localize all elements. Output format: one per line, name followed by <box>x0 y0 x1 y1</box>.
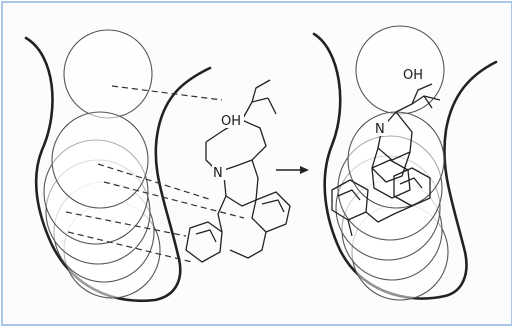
right-receptor-spheres <box>335 25 449 301</box>
left-hydroxyl-label: OH <box>221 114 241 129</box>
left-receptor-pocket <box>24 36 212 303</box>
right-hydroxyl-label: OH <box>403 68 423 83</box>
left-interaction-lines <box>65 85 245 263</box>
left-molecule-labels: OH N <box>212 112 244 181</box>
left-nitrogen-label: N <box>213 166 223 181</box>
right-molecule <box>331 83 441 237</box>
transition-arrow <box>276 166 309 174</box>
left-molecule <box>185 79 291 263</box>
right-nitrogen-label: N <box>375 122 385 137</box>
right-molecule-labels: OH N <box>374 66 426 137</box>
left-receptor-spheres <box>43 29 161 299</box>
right-receptor-pocket <box>312 32 498 300</box>
